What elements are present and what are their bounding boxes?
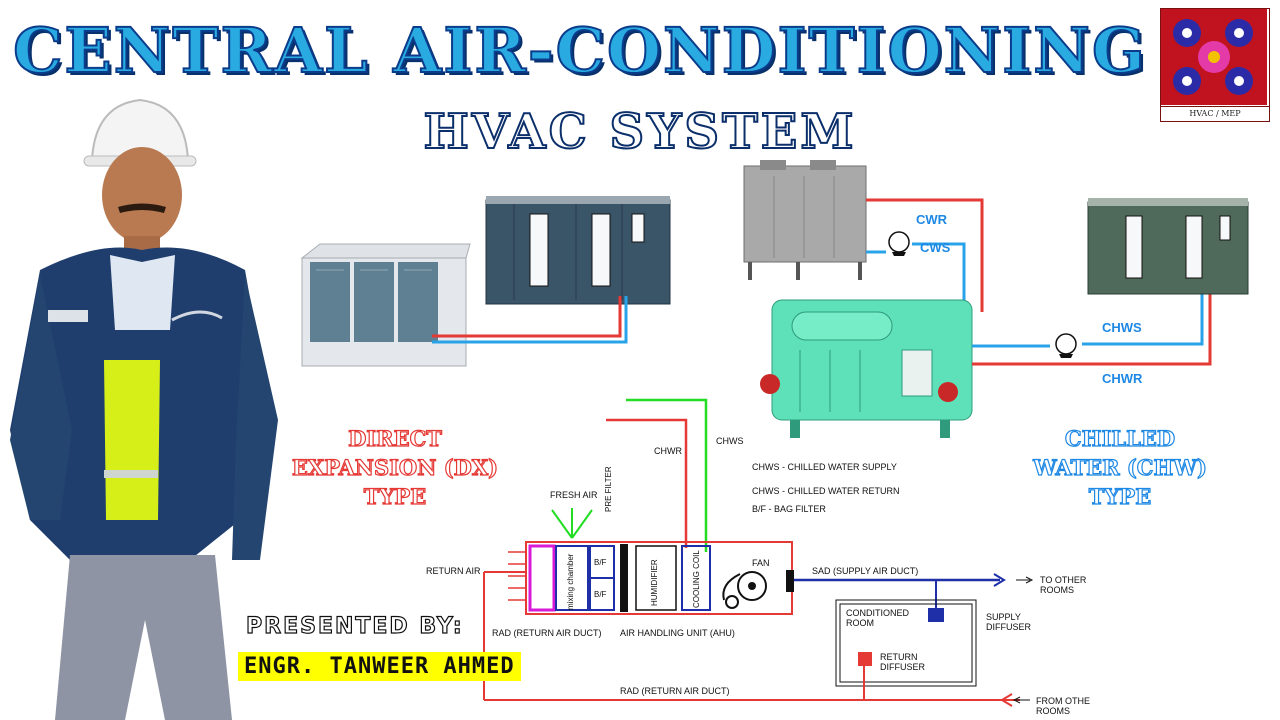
conditioned-room-label: CONDITIONED ROOM: [846, 608, 909, 628]
legend-chws: CHWS - CHILLED WATER SUPPLY: [752, 462, 897, 472]
legend-bag-filter: B/F - BAG FILTER: [752, 504, 826, 514]
chilled-water-pump-icon: [1055, 333, 1077, 358]
hvac-mep-logo: HVAC / MEP: [1160, 8, 1270, 122]
rad-top-label: RAD (RETURN AIR DUCT): [492, 628, 602, 638]
pre-filter-label: PRE FILTER: [604, 466, 613, 512]
to-other-rooms-label: TO OTHER ROOMS: [1040, 575, 1087, 595]
supply-air-duct-label: SAD (SUPPLY AIR DUCT): [812, 566, 919, 576]
from-other-rooms-label: FROM OTHE ROOMS: [1036, 696, 1090, 716]
supply-diffuser-label: SUPPLY DIFFUSER: [986, 612, 1031, 632]
logo-pattern-icon: [1161, 9, 1267, 105]
return-diffuser-label: RETURN DIFFUSER: [880, 652, 925, 672]
dx-type-label: DIRECT EXPANSION (DX) TYPE: [291, 425, 499, 509]
chws-pipe-label: CHWS: [1102, 320, 1142, 335]
cooling-tower: [743, 160, 867, 280]
chwr-pipe-label: CHWR: [1102, 371, 1143, 386]
cws-label: CWS: [920, 240, 951, 255]
sub-title: HVAC SYSTEM: [422, 103, 857, 161]
mixing-chamber-label: mixing chamber: [566, 553, 575, 610]
rad-bottom-label: RAD (RETURN AIR DUCT): [620, 686, 730, 696]
dx-condensing-unit: [300, 243, 471, 367]
logo-caption: HVAC / MEP: [1161, 106, 1269, 121]
presented-by-label: PRESENTED BY:: [245, 613, 464, 639]
presenter-name: ENGR. TANWEER AHMED: [238, 652, 521, 681]
humidifier-label: HUMIDIFIER: [650, 559, 659, 606]
schematic-chwr-label: CHWR: [654, 446, 682, 456]
ahu-schematic: [483, 398, 1034, 707]
chw-ahu-unit: [1087, 198, 1249, 295]
dx-ahu-unit: [485, 196, 671, 305]
bag-filter-top-label: B/F: [594, 558, 607, 567]
cwr-label: CWR: [916, 212, 948, 227]
ahu-label: AIR HANDLING UNIT (AHU): [620, 628, 735, 638]
condenser-pump-icon: [888, 231, 910, 256]
absorption-chiller: [760, 299, 973, 438]
fan-label: FAN: [752, 558, 770, 568]
bag-filter-bottom-label: B/F: [594, 590, 607, 599]
main-title: CENTRAL AIR-CONDITIONING: [12, 13, 1147, 88]
engineer-figure: [10, 98, 278, 720]
return-air-label: RETURN AIR: [426, 566, 481, 576]
cooling-coil-label: COOLING COIL: [692, 550, 701, 608]
chw-type-label: CHILLED WATER (CHW) TYPE: [1032, 425, 1207, 509]
fresh-air-label: FRESH AIR: [550, 490, 598, 500]
schematic-chws-label: CHWS: [716, 436, 744, 446]
legend-chwr: CHWS - CHILLED WATER RETURN: [752, 486, 900, 496]
